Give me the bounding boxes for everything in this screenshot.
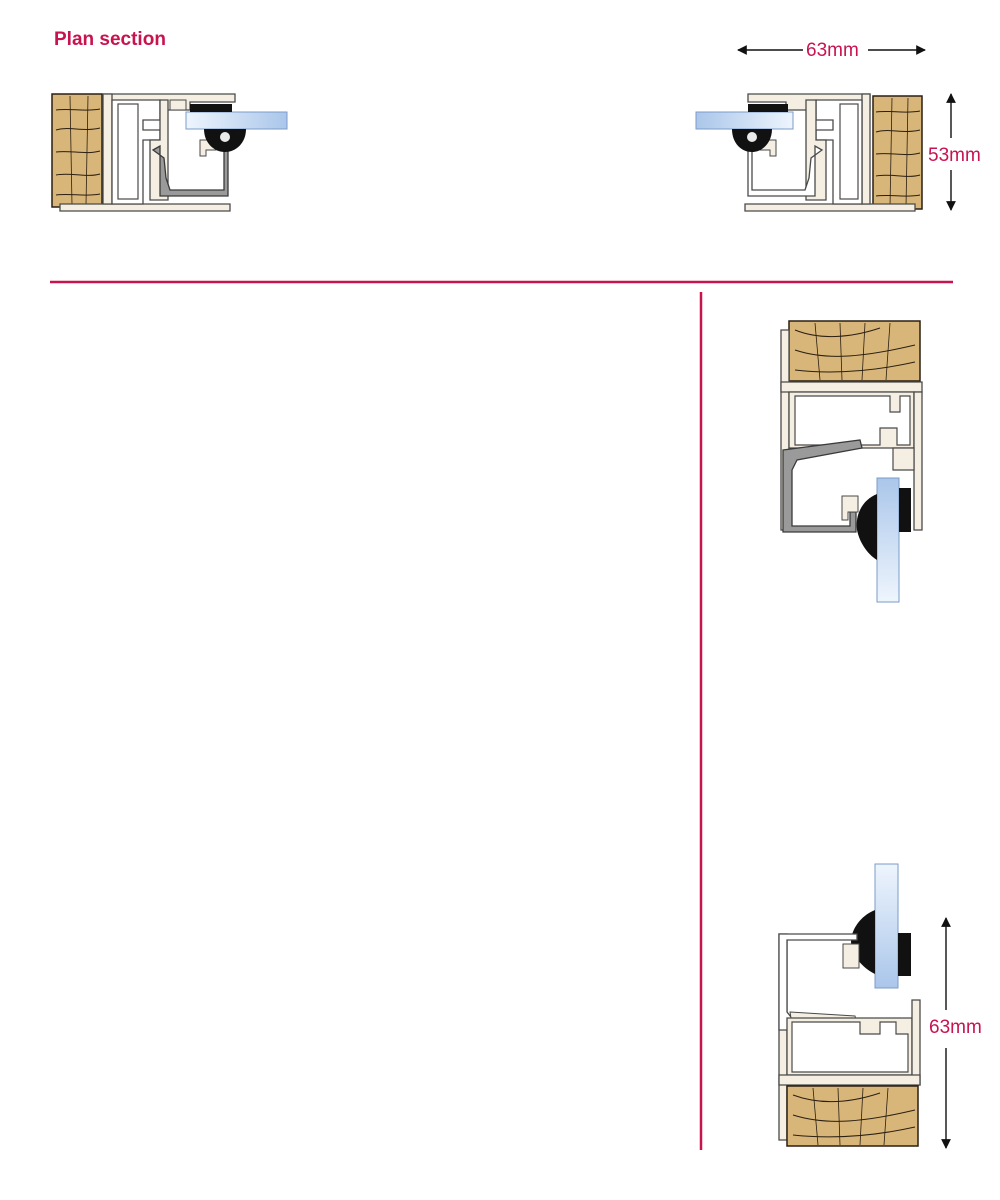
glazing-bead-head (782, 439, 863, 533)
glass-pane-right (695, 111, 794, 130)
glass-pane-sill (874, 863, 899, 989)
width-dimension-label: 63mm (806, 40, 859, 61)
seal-head-right (899, 488, 911, 532)
seal-top-right (748, 104, 788, 112)
seal-sill-right (898, 933, 911, 976)
height-dimension-label: 53mm (928, 145, 981, 166)
head-section (780, 320, 923, 603)
timber-block-sill (786, 1085, 919, 1147)
timber-block-right (872, 95, 923, 210)
glass-pane-head (876, 477, 900, 603)
sill-section (778, 863, 951, 1149)
plan-section-title: Plan section (54, 29, 166, 50)
seal-top-left (190, 104, 232, 112)
seal-head-left (856, 494, 877, 560)
timber-block-left (51, 93, 103, 208)
left-jamb-section (51, 93, 288, 212)
bottom-height-dimension-label: 63mm (929, 1017, 982, 1038)
glass-pane-left (185, 111, 288, 130)
timber-block-head (788, 320, 921, 382)
right-jamb-section (695, 45, 956, 212)
